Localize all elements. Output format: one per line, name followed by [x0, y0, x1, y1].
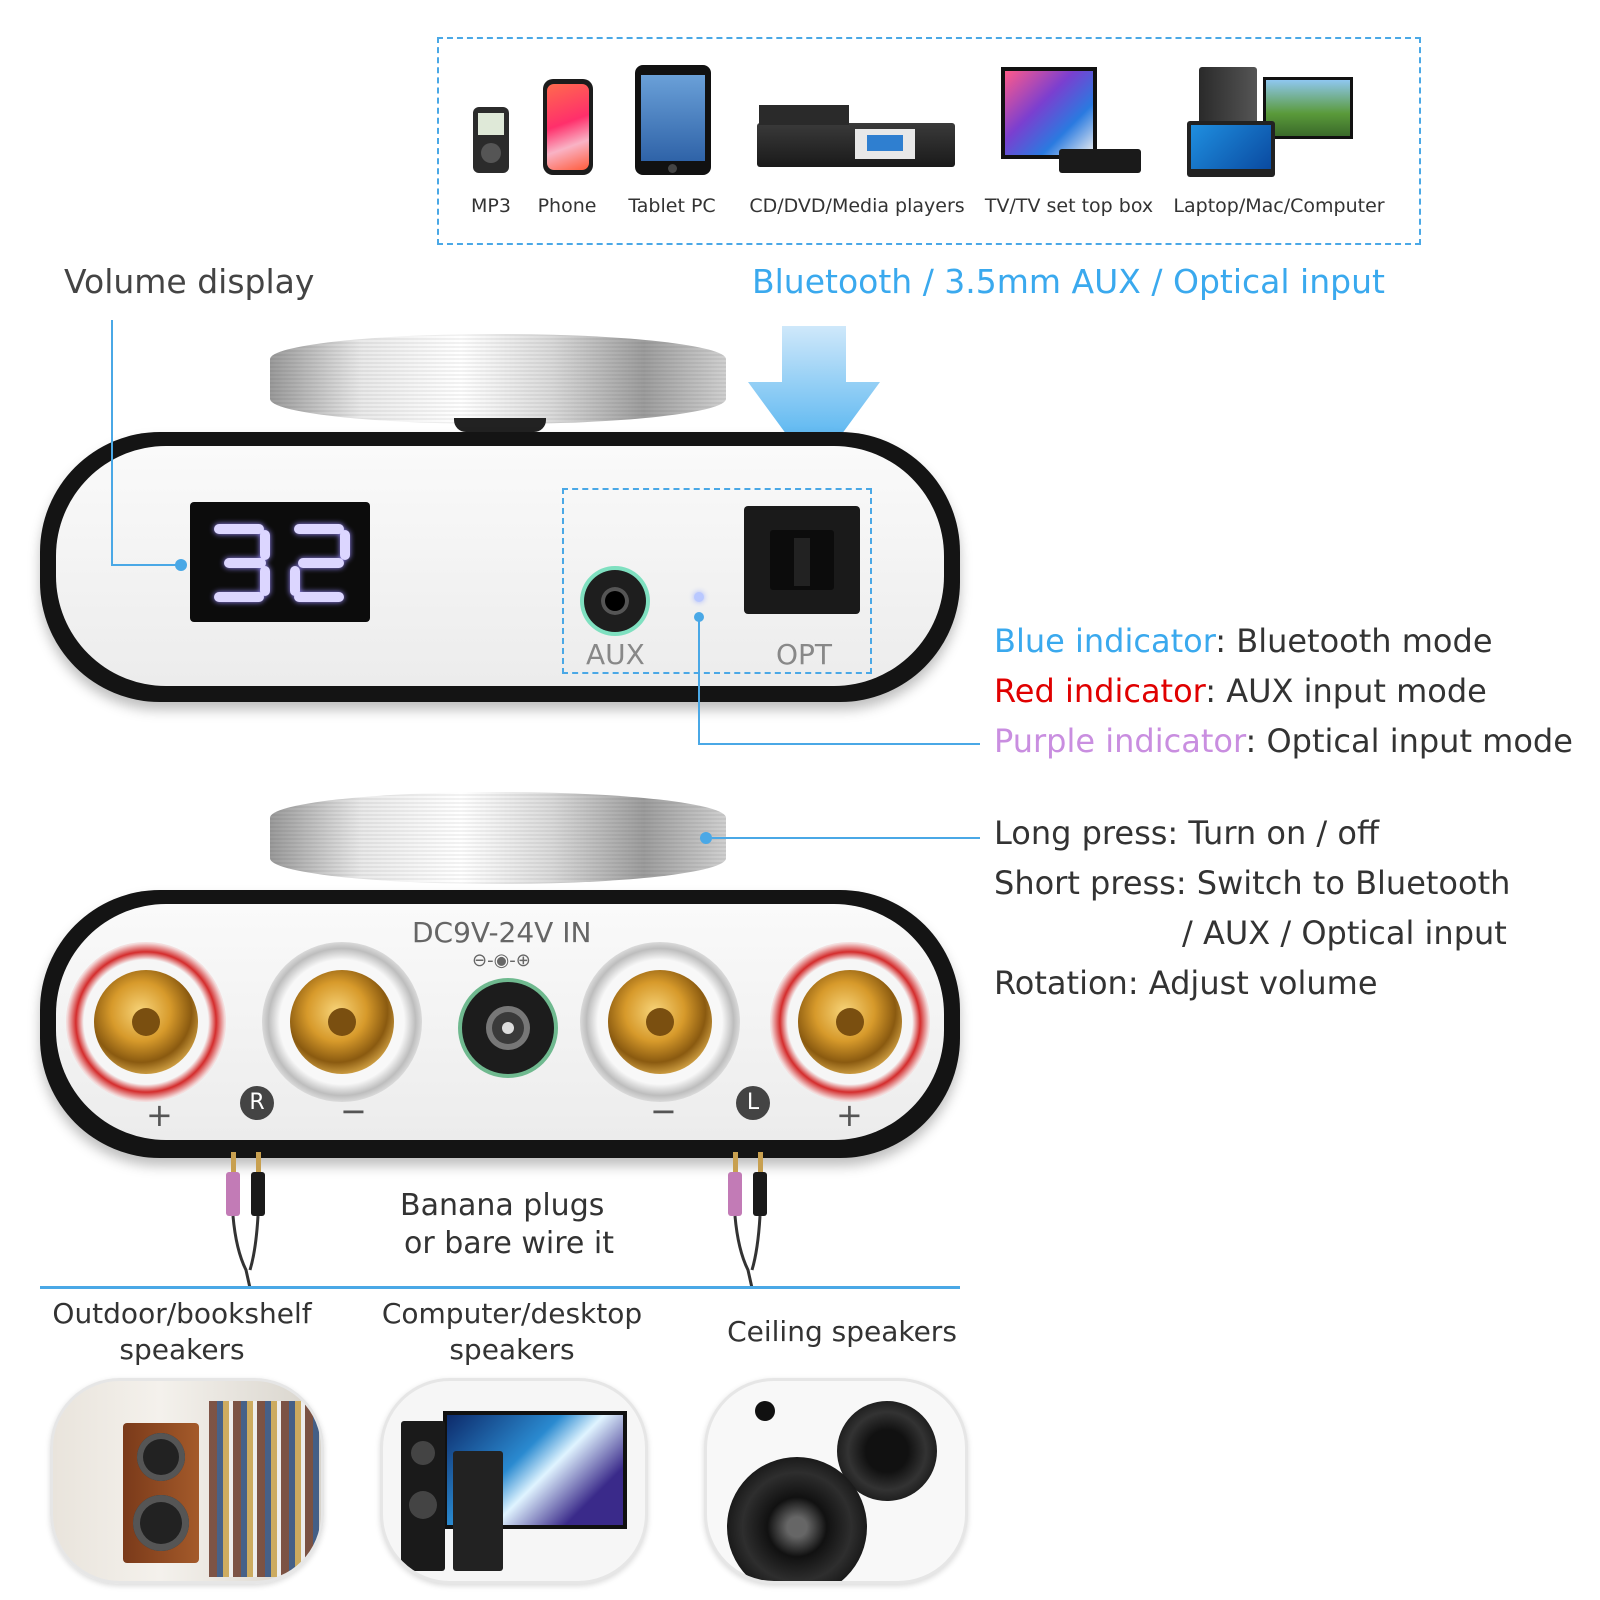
speaker-type-label: Computer/desktop speakers	[382, 1296, 642, 1368]
purple-indicator-name: Purple indicator	[994, 722, 1246, 760]
callout-line	[712, 837, 980, 839]
desktop-speakers-image	[380, 1378, 648, 1584]
opt-label: OPT	[776, 638, 833, 671]
purple-indicator-line: Purple indicator: Optical input mode	[994, 722, 1573, 760]
callout-dot	[175, 559, 187, 571]
monitor-icon	[1263, 77, 1353, 139]
volume-display	[190, 502, 370, 622]
blue-indicator-line: Blue indicator: Bluetooth mode	[994, 622, 1493, 660]
source-label: Laptop/Mac/Computer	[1173, 195, 1385, 217]
knob-base	[454, 418, 546, 432]
short-press-text: Short press: Switch to Bluetooth	[994, 864, 1511, 902]
input-heading: Bluetooth / 3.5mm AUX / Optical input	[752, 262, 1385, 301]
mp3-player-icon	[473, 107, 509, 173]
callout-dot	[700, 832, 712, 844]
long-press-text: Long press: Turn on / off	[994, 814, 1379, 852]
speaker-type-label: Outdoor/bookshelf speakers	[52, 1296, 311, 1368]
red-indicator-line: Red indicator: AUX input mode	[994, 672, 1487, 710]
source-label: MP3	[471, 195, 511, 217]
callout-line	[698, 743, 980, 745]
dc-power-jack[interactable]	[462, 982, 554, 1074]
blue-indicator-desc: : Bluetooth mode	[1215, 622, 1493, 660]
purple-indicator-desc: : Optical input mode	[1245, 722, 1573, 760]
speaker-type-line2: speakers	[119, 1333, 245, 1366]
volume-knob-rear[interactable]	[270, 792, 726, 884]
optical-port[interactable]	[744, 506, 860, 614]
ceiling-speakers-image	[704, 1378, 968, 1584]
bookshelf-speakers-image	[50, 1378, 324, 1584]
short-press-text-cont: / AUX / Optical input	[1182, 914, 1507, 952]
volume-display-label: Volume display	[64, 262, 315, 301]
speaker-terminal-l-plus[interactable]	[770, 942, 930, 1102]
status-led	[694, 592, 704, 602]
speaker-terminal-l-minus[interactable]	[580, 942, 740, 1102]
minus-mark: −	[650, 1092, 677, 1130]
arrow-down-icon	[748, 326, 880, 472]
speaker-type-label: Ceiling speakers	[727, 1314, 957, 1350]
phone-icon	[543, 79, 593, 175]
callout-line	[111, 564, 181, 566]
polarity-icon: ⊖-◉-⊕	[472, 950, 531, 971]
minus-mark: −	[340, 1092, 367, 1130]
banana-plug-icon	[728, 1152, 767, 1289]
speaker-terminal-r-minus[interactable]	[262, 942, 422, 1102]
red-indicator-name: Red indicator	[994, 672, 1206, 710]
rotation-text: Rotation: Adjust volume	[994, 964, 1378, 1002]
speaker-type-line1: Computer/desktop	[381, 1297, 643, 1330]
set-top-box-icon	[1059, 149, 1141, 173]
callout-line	[698, 620, 700, 744]
volume-knob[interactable]	[270, 334, 726, 424]
source-label: Tablet PC	[628, 195, 716, 217]
banana-note-line2: or bare wire it	[404, 1226, 614, 1261]
left-channel-badge: L	[736, 1086, 770, 1120]
tablet-icon	[635, 65, 711, 175]
divider-line	[40, 1286, 960, 1289]
banana-note-line1: Banana plugs	[400, 1188, 605, 1223]
laptop-icon	[1187, 121, 1275, 177]
volume-digits	[214, 524, 350, 602]
plus-mark: +	[146, 1096, 173, 1134]
source-label: Phone	[537, 195, 597, 217]
right-channel-badge: R	[240, 1086, 274, 1120]
input-ports-box	[562, 488, 872, 674]
speaker-type-line1: Ceiling speakers	[727, 1315, 957, 1348]
tv-icon	[1001, 67, 1097, 159]
plus-mark: +	[836, 1096, 863, 1134]
aux-label: AUX	[586, 638, 645, 671]
source-label: TV/TV set top box	[984, 195, 1154, 217]
aux-jack[interactable]	[584, 570, 646, 632]
source-label: CD/DVD/Media players	[749, 195, 965, 217]
blue-indicator-name: Blue indicator	[994, 622, 1216, 660]
speaker-type-line2: speakers	[449, 1333, 575, 1366]
source-devices-box: MP3 Phone Tablet PC CD/DVD/Media players…	[437, 37, 1421, 245]
banana-plug-icon	[226, 1152, 265, 1289]
media-player-icon	[757, 105, 955, 167]
power-input-label: DC9V-24V IN	[412, 916, 592, 949]
callout-dot	[694, 612, 704, 622]
speaker-type-line1: Outdoor/bookshelf	[52, 1297, 312, 1330]
callout-line	[111, 320, 113, 566]
red-indicator-desc: : AUX input mode	[1205, 672, 1487, 710]
speaker-terminal-r-plus[interactable]	[66, 942, 226, 1102]
